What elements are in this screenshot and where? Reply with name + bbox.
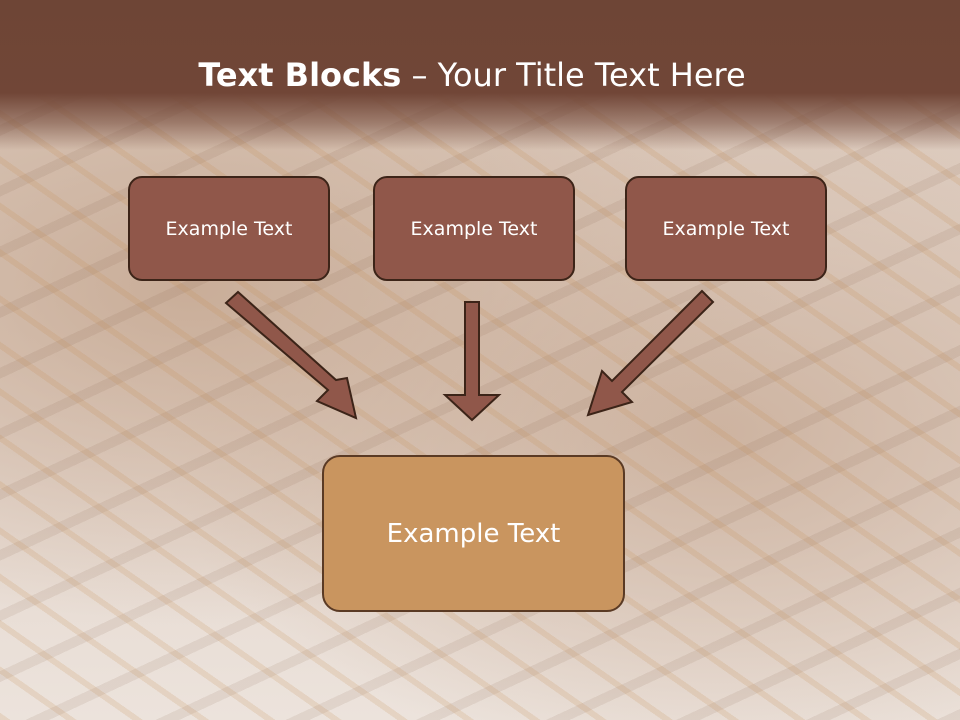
text-block-bottom[interactable]: Example Text xyxy=(322,455,625,612)
text-block-middle[interactable]: Example Text xyxy=(373,176,575,281)
text-block-right[interactable]: Example Text xyxy=(625,176,827,281)
text-block-bottom-label: Example Text xyxy=(386,518,561,549)
header-band xyxy=(0,0,960,150)
text-block-left[interactable]: Example Text xyxy=(128,176,330,281)
title-separator: – xyxy=(401,56,438,94)
arrow-left xyxy=(224,290,358,420)
arrow-middle xyxy=(442,301,502,422)
text-block-left-label: Example Text xyxy=(165,217,293,240)
text-block-right-label: Example Text xyxy=(662,217,790,240)
arrow-right xyxy=(586,289,715,417)
title-rest: Your Title Text Here xyxy=(437,56,746,94)
text-block-middle-label: Example Text xyxy=(410,217,538,240)
slide-title: Text Blocks – Your Title Text Here xyxy=(0,50,944,100)
title-bold: Text Blocks xyxy=(198,56,402,94)
